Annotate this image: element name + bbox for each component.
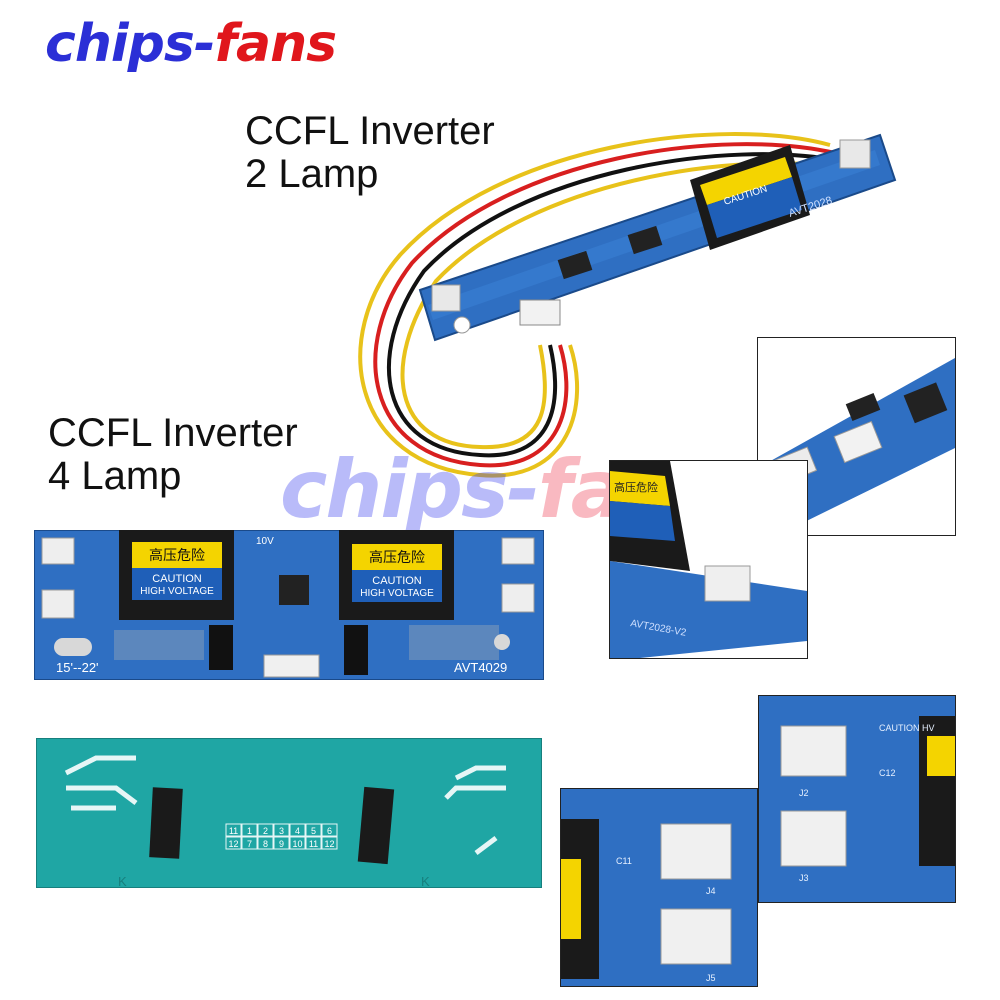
board-2-lamp-photo: CAUTION AVT2028 <box>358 132 897 478</box>
connector-j5 <box>501 583 535 613</box>
pad-number: 10 <box>292 839 302 849</box>
transformer-right: 高压危险 CAUTION HIGH VOLTAGE <box>339 530 454 620</box>
pad-cell <box>257 836 274 850</box>
pad-cell <box>321 836 338 850</box>
pad-cell <box>225 823 242 837</box>
detail-inset-2: 高压危险 AVT2028-V2 <box>609 460 808 659</box>
pad-number: 5 <box>311 826 316 836</box>
connector-left <box>431 284 461 312</box>
detail-inset-4: C11 J4 J5 <box>560 788 758 987</box>
pad-number: 3 <box>279 826 284 836</box>
svg-text:K: K <box>118 874 127 888</box>
brand-logo: chips-fans <box>45 14 337 74</box>
svg-text:HIGH VOLTAGE: HIGH VOLTAGE <box>360 588 434 599</box>
connector-right <box>839 139 871 169</box>
heading-4-lamp: CCFL Inverter 4 Lamp <box>48 411 298 499</box>
connector-j2 <box>41 589 75 619</box>
pad-cell <box>289 836 306 850</box>
pad-right <box>357 786 395 865</box>
pad-cell <box>321 823 338 837</box>
transformer: CAUTION <box>690 145 810 250</box>
pad-cell <box>289 823 306 837</box>
connector-input <box>519 299 561 326</box>
pad-cell <box>241 823 258 837</box>
svg-text:J3: J3 <box>799 873 809 883</box>
pad-left <box>149 787 183 859</box>
svg-text:高压危险: 高压危险 <box>369 549 425 565</box>
capacitor-right <box>344 625 368 675</box>
pad-number: 7 <box>247 839 252 849</box>
svg-text:J2: J2 <box>799 788 809 798</box>
svg-text:CAUTION HV: CAUTION HV <box>879 723 935 733</box>
svg-text:10V: 10V <box>256 536 274 547</box>
pad-number: 4 <box>295 826 300 836</box>
pad-number: 11 <box>229 826 238 836</box>
transformer-left: 高压危险 CAUTION HIGH VOLTAGE <box>119 530 234 620</box>
pad-number: 2 <box>263 826 268 836</box>
pad-cell <box>257 823 274 837</box>
pad-number: 8 <box>263 839 268 849</box>
pad-cell <box>273 823 290 837</box>
pad-number: 9 <box>279 839 284 849</box>
pad-cell <box>225 836 242 850</box>
svg-text:高压危险: 高压危险 <box>614 480 658 494</box>
pad-cell <box>305 823 322 837</box>
svg-text:J5: J5 <box>706 973 716 983</box>
svg-text:CAUTION: CAUTION <box>372 575 422 587</box>
pad-number: 12 <box>324 839 334 849</box>
wire-harness <box>358 132 846 478</box>
pad-cell <box>305 836 322 850</box>
pad-number: 6 <box>327 826 332 836</box>
svg-text:K: K <box>421 874 430 888</box>
svg-text:高压危险: 高压危险 <box>149 547 205 563</box>
svg-text:J4: J4 <box>706 886 716 896</box>
model-label-4-lamp: AVT4029 <box>454 660 507 675</box>
pad-number: 12 <box>228 839 238 849</box>
svg-text:CAUTION: CAUTION <box>152 573 202 585</box>
svg-text:HIGH VOLTAGE: HIGH VOLTAGE <box>140 586 214 597</box>
svg-text:C12: C12 <box>879 768 896 778</box>
svg-text:C11: C11 <box>616 856 632 866</box>
connector-j4 <box>501 537 535 565</box>
capacitor-left <box>209 625 233 670</box>
pad-number: 1 <box>247 826 252 836</box>
pad-cell <box>273 836 290 850</box>
svg-text:15'--22': 15'--22' <box>56 660 99 675</box>
board-4-lamp-front: 高压危险 CAUTION HIGH VOLTAGE 高压危险 CAUTION H… <box>34 530 544 680</box>
pad-number: 11 <box>309 839 318 849</box>
detail-inset-3: CAUTION HV J2 J3 C12 <box>758 695 956 903</box>
heading-2-lamp: CCFL Inverter 2 Lamp <box>245 109 495 197</box>
pad-cell <box>241 836 258 850</box>
connector-input-4-lamp <box>263 654 320 678</box>
connector-j1 <box>41 537 75 565</box>
